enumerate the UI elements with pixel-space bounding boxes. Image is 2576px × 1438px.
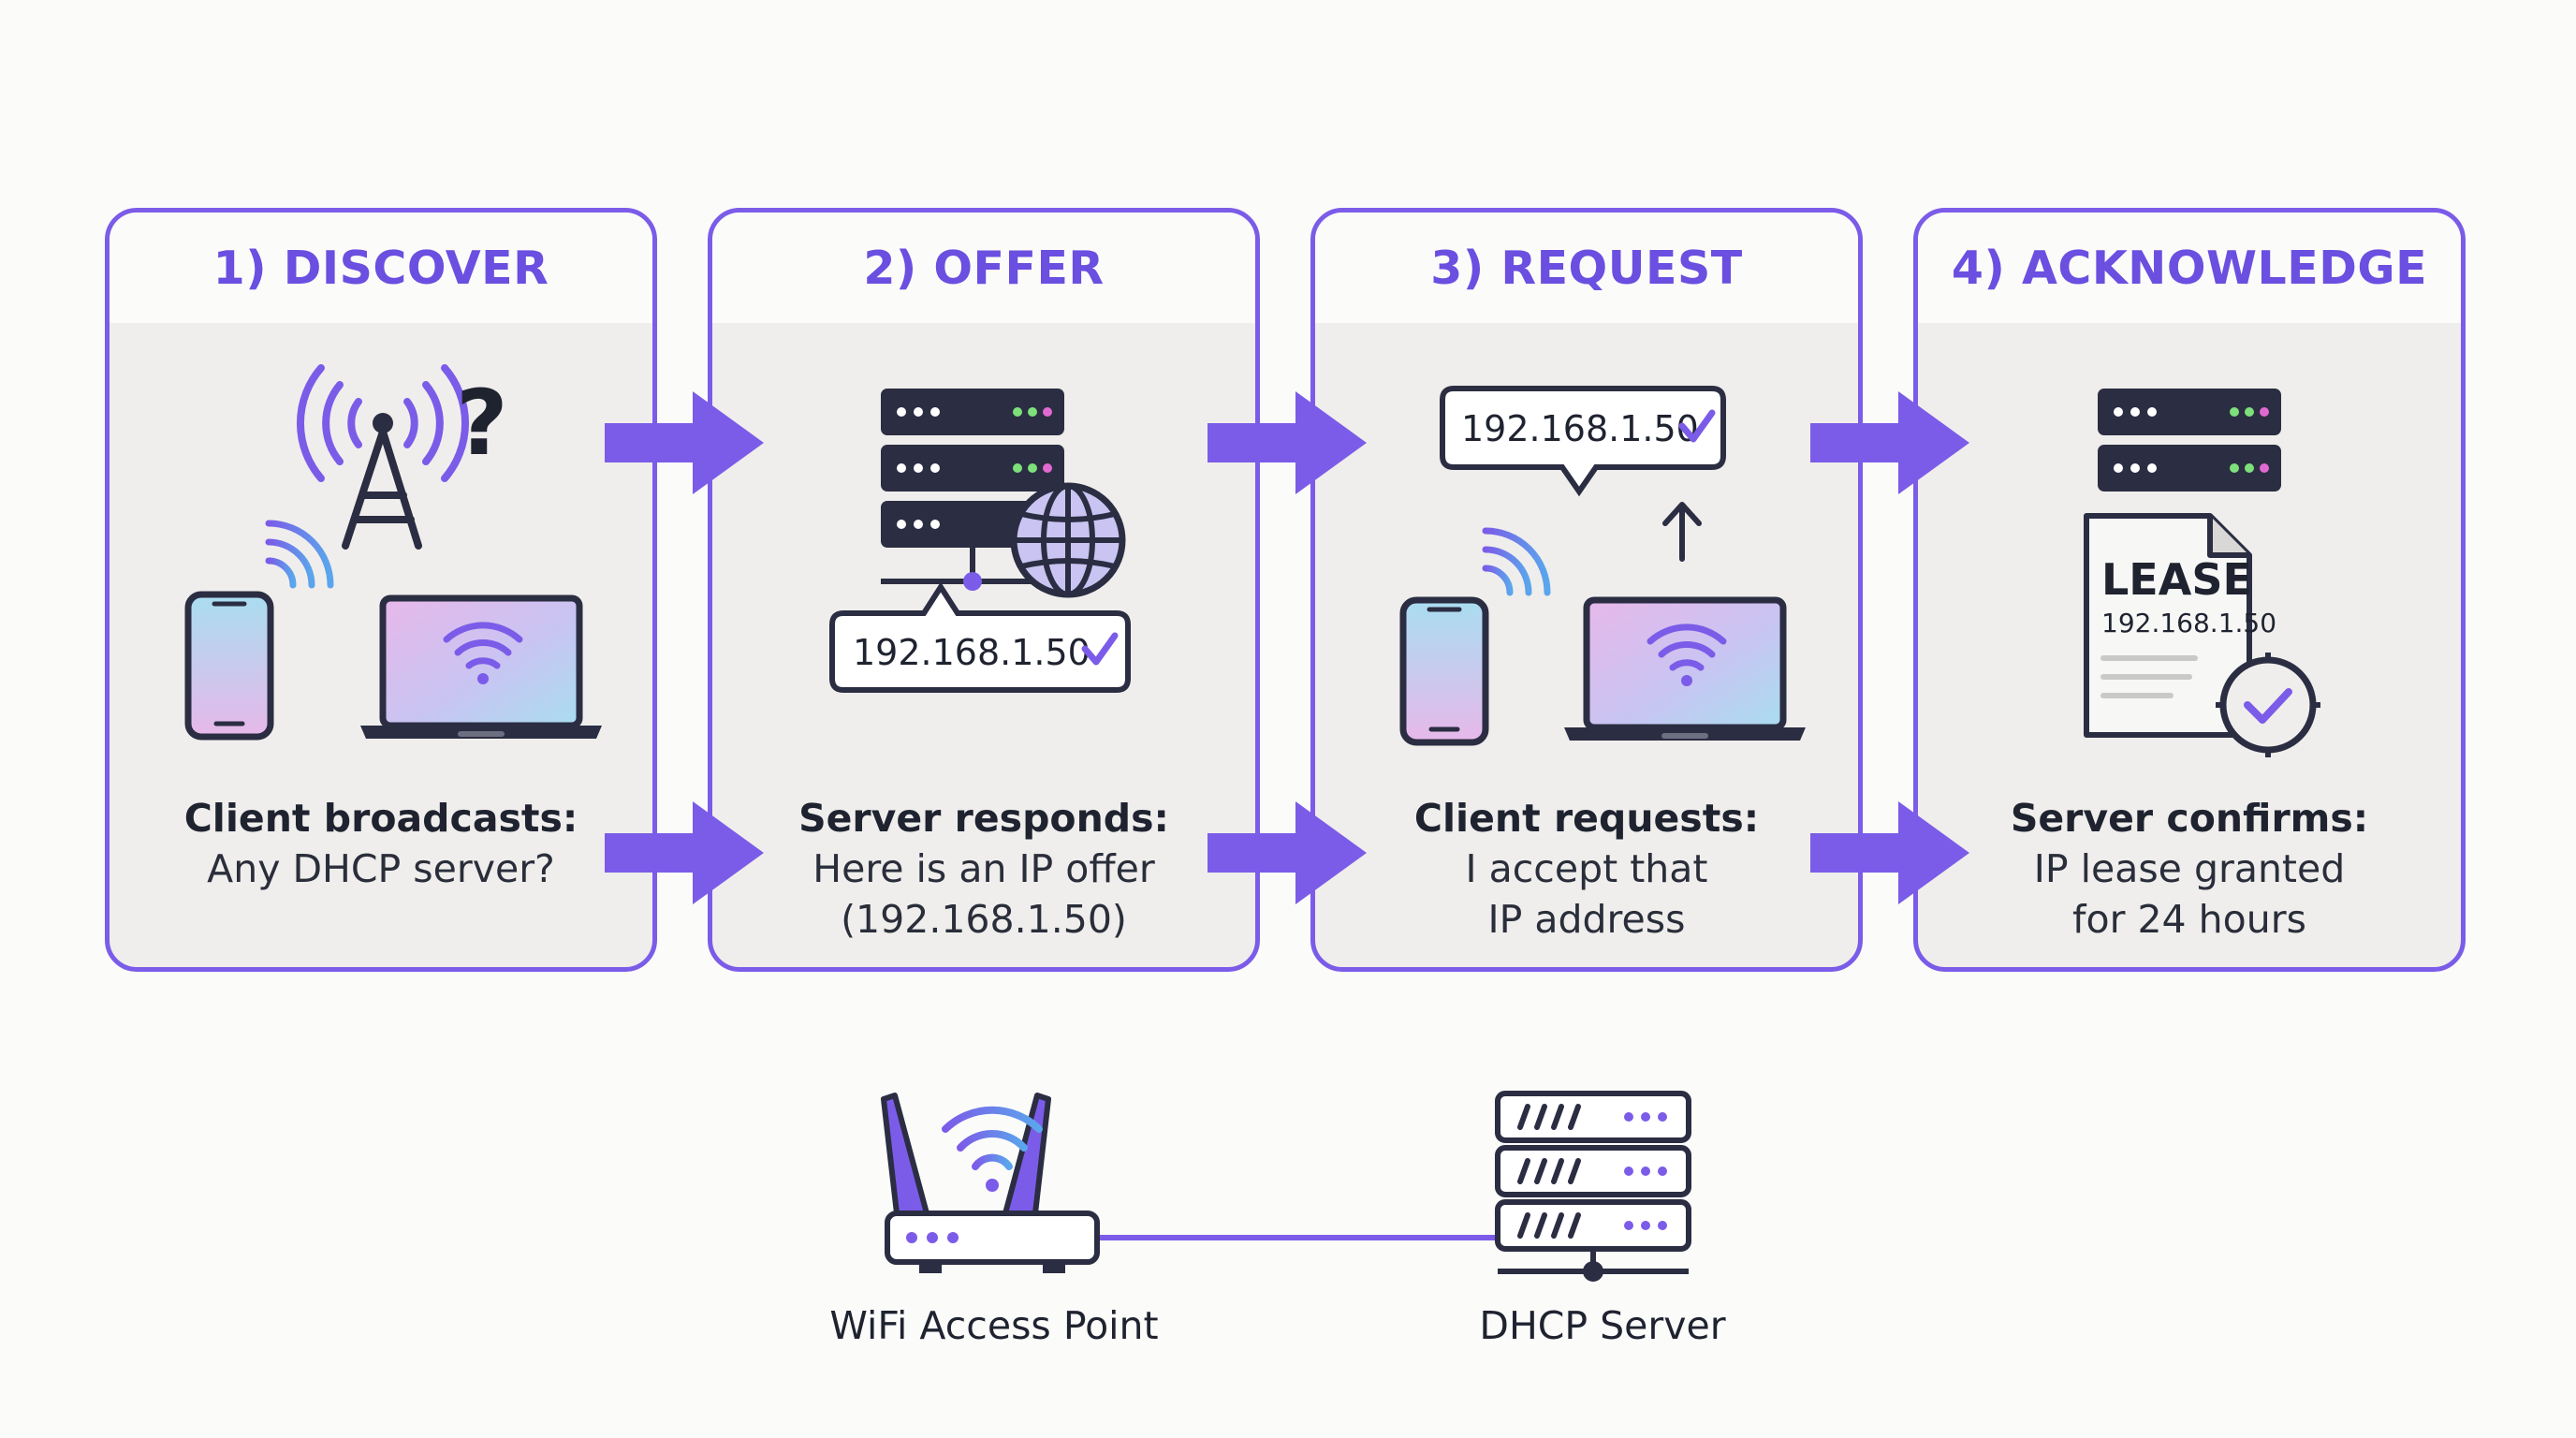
smartphone-icon xyxy=(184,591,274,741)
step-description: Server confirms: IP lease granted for 24… xyxy=(1918,793,2461,945)
step-header: 4) ACKNOWLEDGE xyxy=(1918,213,2461,323)
check-icon xyxy=(1081,632,1119,666)
request-ip-text: 192.168.1.50 xyxy=(1461,408,1699,449)
laptop-icon xyxy=(360,594,602,739)
step-line: for 24 hours xyxy=(2072,897,2306,942)
wifi-signal-icon xyxy=(265,520,334,589)
access-point-label: WiFi Access Point xyxy=(829,1303,1159,1348)
dhcp-server-icon xyxy=(1495,1091,1691,1282)
flow-arrow-icon xyxy=(1208,801,1367,904)
step-title: 2) OFFER xyxy=(863,241,1105,295)
step-lead: Client requests: xyxy=(1413,796,1760,841)
step-line: I accept that xyxy=(1465,846,1708,891)
flow-arrow-icon xyxy=(605,391,764,494)
network-topology xyxy=(881,1091,1691,1282)
step-header: 1) DISCOVER xyxy=(110,213,652,323)
step-line: (192.168.1.50) xyxy=(841,897,1127,942)
broadcast-tower-icon xyxy=(297,364,469,550)
question-mark-icon: ? xyxy=(456,371,508,476)
step-line: Here is an IP offer xyxy=(812,846,1155,891)
dhcp-server-label: DHCP Server xyxy=(1479,1303,1726,1348)
flow-arrow-icon xyxy=(1810,391,1969,494)
smartphone-icon xyxy=(1399,527,1551,746)
step-header: 3) REQUEST xyxy=(1315,213,1858,323)
step-header: 2) OFFER xyxy=(712,213,1255,323)
server-rack-icon xyxy=(881,389,1064,591)
flow-arrow-icon xyxy=(605,801,764,904)
step-lead: Server confirms: xyxy=(2010,796,2369,841)
step-title: 1) DISCOVER xyxy=(212,241,549,295)
step-line: Any DHCP server? xyxy=(207,846,555,891)
check-icon xyxy=(1678,409,1716,443)
flow-arrow-icon xyxy=(1208,391,1367,494)
step-description: Client broadcasts: Any DHCP server? xyxy=(110,793,652,894)
step-title: 3) REQUEST xyxy=(1430,241,1743,295)
wifi-router-icon xyxy=(881,1093,1100,1273)
lease-document-icon: LEASE 192.168.1.50 xyxy=(2084,513,2276,738)
step-line: IP address xyxy=(1487,897,1686,942)
step-card-acknowledge: 4) ACKNOWLEDGE LEASE 192.168.1.50 xyxy=(1913,208,2466,972)
laptop-icon xyxy=(1564,596,1806,741)
step-title: 4) ACKNOWLEDGE xyxy=(1951,241,2428,295)
discover-illustration: ? xyxy=(184,364,602,741)
flow-arrow-icon xyxy=(1810,801,1969,904)
speech-bubble-icon: 192.168.1.50 xyxy=(1440,386,1726,497)
offer-illustration: 192.168.1.50 xyxy=(829,389,1131,693)
step-card-offer: 2) OFFER xyxy=(708,208,1260,972)
step-card-discover: 1) DISCOVER ? xyxy=(105,208,657,972)
clock-check-icon xyxy=(2216,653,2320,757)
globe-icon xyxy=(1010,482,1126,598)
step-description: Server responds: Here is an IP offer (19… xyxy=(712,793,1255,945)
lease-title: LEASE xyxy=(2101,554,2252,605)
lease-ip: 192.168.1.50 xyxy=(2101,608,2276,638)
step-lead: Client broadcasts: xyxy=(183,796,578,841)
step-description: Client requests: I accept that IP addres… xyxy=(1315,793,1858,945)
step-card-request: 3) REQUEST 192.168.1.50 xyxy=(1310,208,1863,972)
offer-ip-text: 192.168.1.50 xyxy=(853,632,1090,673)
step-lead: Server responds: xyxy=(798,796,1169,841)
acknowledge-illustration: LEASE 192.168.1.50 xyxy=(2084,389,2320,757)
up-arrow-icon xyxy=(1662,502,1702,562)
step-line: IP lease granted xyxy=(2033,846,2346,891)
server-rack-icon xyxy=(2098,389,2281,492)
speech-bubble-icon: 192.168.1.50 xyxy=(829,581,1131,693)
request-illustration: 192.168.1.50 xyxy=(1399,386,1806,746)
